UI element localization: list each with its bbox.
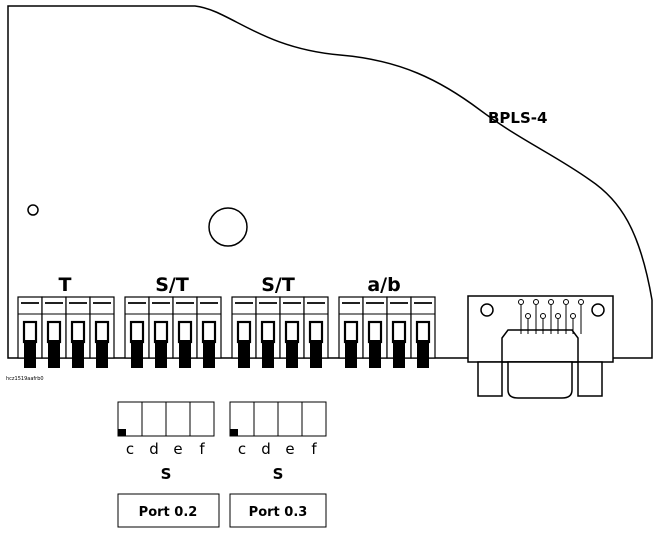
terminal-2-3 [172,296,198,368]
board-outline [7,5,653,359]
switch-caption: S [273,465,284,483]
connector-pins [518,299,584,334]
board-model-label: BPLS-4 [488,109,547,127]
terminal-1-4 [89,296,115,368]
switch-block-2: c d e f S Port 0.3 [229,401,327,528]
terminal-3-1 [231,296,257,368]
image-code: hcz1519aafrb0 [6,376,44,382]
terminal-1-1 [17,296,43,368]
mounting-hole-icon [27,204,39,216]
port-box [117,493,220,528]
terminal-1-2 [41,296,67,368]
switch-caption: S [161,465,172,483]
terminal-3-4 [303,296,329,368]
terminal-group-label: S/T [261,274,295,296]
switch-pin-label: c [126,440,134,458]
switch-pin-label: d [261,440,271,458]
switch-pin-label: c [238,440,246,458]
dip-switch-icon [117,401,215,437]
port-label: Port 0.3 [249,505,308,520]
terminal-4-3 [386,296,412,368]
connector-screw-icon [480,303,494,317]
terminal-3-3 [279,296,305,368]
terminal-4-4 [410,296,436,368]
switch-pin-label: f [311,440,317,458]
terminal-1-3 [65,296,91,368]
terminal-2-2 [148,296,174,368]
switch-pin-label: d [149,440,159,458]
terminal-4-1 [338,296,364,368]
terminal-2-4 [196,296,222,368]
switch-pin-label: f [199,440,205,458]
mounting-hole-icon [208,207,248,247]
terminal-group-label: a/b [367,274,400,296]
terminal-3-2 [255,296,281,368]
port-box [229,493,327,528]
terminal-group-st-2: S/T [261,274,295,296]
terminal-group-ab: a/b [367,274,400,296]
connector-screw-icon [591,303,605,317]
switch-pin-label: e [173,440,182,458]
terminal-group-label: S/T [155,274,189,296]
port-label: Port 0.2 [139,505,198,520]
switch-block-1: c d e f S Port 0.2 [117,401,220,528]
terminal-blocks [17,296,436,368]
terminal-group-t: T [59,274,72,296]
terminal-2-1 [124,296,150,368]
switch-pin-label: e [285,440,294,458]
dip-switch-icon [229,401,327,437]
sub-d-connector [467,295,614,399]
terminal-4-2 [362,296,388,368]
terminal-group-st-1: S/T [155,274,189,296]
terminal-group-label: T [59,274,72,296]
